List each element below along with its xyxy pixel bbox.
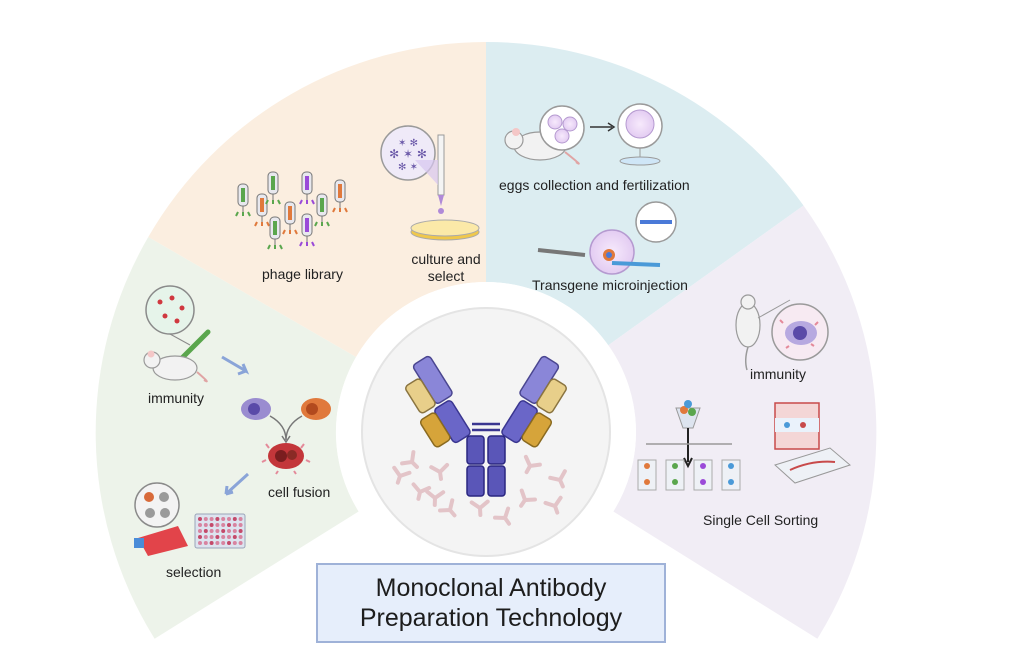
svg-text:✻ ✶: ✻ ✶: [398, 162, 418, 173]
egg-cell-icon: [617, 103, 663, 166]
mouse-icon: [504, 128, 580, 165]
title-box: Monoclonal Antibody Preparation Technolo…: [316, 563, 666, 643]
title-line2: Preparation Technology: [359, 604, 623, 632]
label-single-cell-sorting: Single Cell Sorting: [703, 512, 819, 528]
flask-icon: [134, 526, 188, 556]
microfluidic-chip-icon: [774, 402, 852, 484]
label-cell-fusion: cell fusion: [268, 484, 331, 500]
label-immunity-hybridoma: immunity: [148, 390, 205, 406]
label-culture-line2: select: [427, 268, 465, 284]
arrow-icon: [224, 472, 250, 496]
mouse-icon: [143, 350, 208, 383]
cell-fusion-icon: [241, 398, 331, 475]
label-immunity-single-cell: immunity: [750, 366, 807, 382]
arrow-icon: [590, 122, 616, 132]
label-phage-library: phage library: [262, 266, 343, 282]
pipette-icon: [415, 134, 445, 214]
label-eggs-collection: eggs collection and fertilization: [499, 177, 690, 193]
microinjection-icon: [537, 201, 677, 275]
cell-sorter-icon: [637, 400, 741, 491]
arrow-icon: [221, 355, 250, 376]
label-selection: selection: [166, 564, 222, 580]
antibody-icon: [392, 450, 567, 526]
title-line1: Monoclonal Antibody: [375, 574, 607, 602]
cells-circle-icon: [771, 303, 829, 361]
label-culture-line1: culture and: [411, 251, 481, 267]
petri-dish-icon: [410, 219, 480, 241]
cells-circle-icon: [145, 285, 195, 346]
egg-cell-icon: [539, 105, 585, 151]
cells-circle-icon: [134, 482, 180, 528]
label-microinjection: Transgene microinjection: [532, 277, 688, 293]
svg-text:✻ ✶ ✻: ✻ ✶ ✻: [389, 147, 427, 161]
well-plate-icon: [194, 513, 246, 549]
svg-text:✶ ✻: ✶ ✻: [398, 138, 418, 149]
phage-icon: [235, 171, 348, 250]
antibody-icon: [405, 355, 567, 497]
center-circle: [361, 307, 611, 557]
mouse-icon: [735, 294, 791, 371]
